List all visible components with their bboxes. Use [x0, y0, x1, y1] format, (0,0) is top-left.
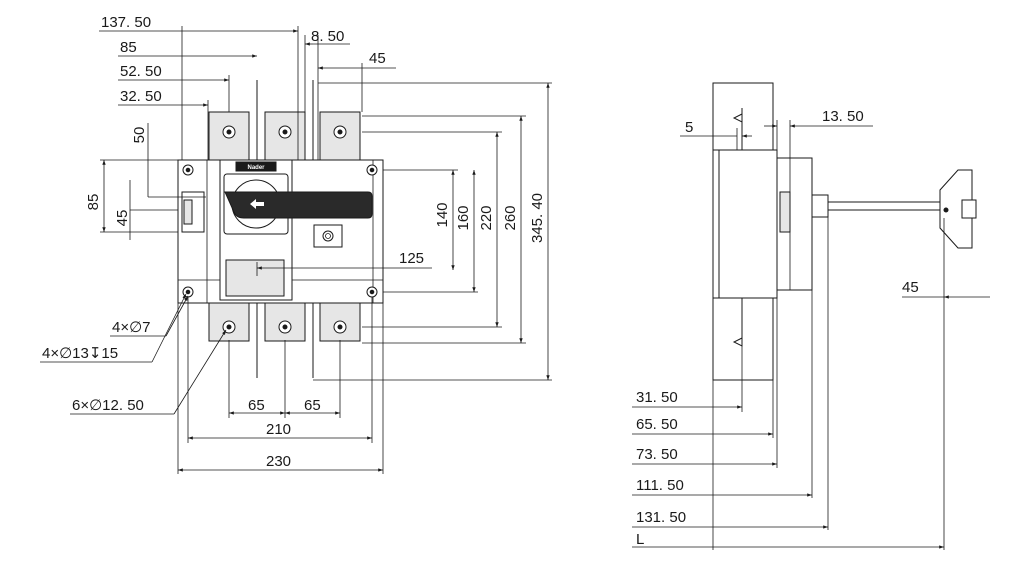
side-arrow-top [732, 113, 743, 123]
handle-arrow-icon [250, 199, 264, 209]
side-view: 5 13. 50 45 31. 50 65. 50 73. 50 111. 50… [632, 82, 990, 550]
brand-plate [235, 161, 277, 172]
mounting-hole-center [369, 167, 375, 173]
terminal-hole-center [282, 129, 288, 135]
dim-160: 160 [455, 205, 472, 230]
side-aux-block [779, 191, 791, 233]
padlock-hole [322, 230, 334, 242]
dim-8-50: 8. 50 [311, 28, 344, 45]
dim-125: 125 [399, 250, 424, 267]
handle-lower-window [225, 259, 285, 297]
side-body-front-plate [712, 149, 720, 299]
dim-52-50: 52. 50 [120, 63, 162, 80]
mounting-hole-center [185, 289, 191, 295]
dim-65-left: 65 [248, 397, 265, 414]
dim-50-vertical: 50 [131, 127, 148, 144]
callout-6x12-50: 6×∅12. 50 [72, 397, 144, 414]
front-view: Nader 137. 50 85 52. 50 32. 50 [40, 14, 552, 474]
rotary-handle[interactable] [224, 191, 373, 219]
dim-45: 45 [369, 50, 386, 67]
dim-65-right: 65 [304, 397, 321, 414]
shaft-coupling [811, 194, 829, 218]
callout-4x13: 4×∅13↧15 [42, 345, 118, 362]
dim-140: 140 [434, 202, 451, 227]
side-arrow-bottom [732, 337, 743, 347]
dim-345-40: 345. 40 [529, 193, 546, 243]
door-handle-knob [961, 199, 977, 219]
side-dim-5: 5 [685, 119, 693, 136]
side-dim-111-50: 111. 50 [636, 477, 684, 494]
side-dim-45: 45 [902, 279, 919, 296]
terminal-hole-center [337, 324, 343, 330]
mounting-hole-center [369, 289, 375, 295]
right-dimensions: 140 160 220 260 345. 40 125 [256, 82, 552, 381]
callout-4x7: 4×∅7 [112, 319, 151, 336]
left-dimensions: 85 50 45 [85, 123, 206, 240]
side-dim-65-50: 65. 50 [636, 416, 678, 433]
bottom-dimensions: 65 65 210 230 [177, 297, 384, 474]
dim-85-vertical: 85 [85, 194, 102, 211]
dim-32-50: 32. 50 [120, 88, 162, 105]
door-handle-pin [943, 207, 949, 213]
side-body [716, 149, 778, 299]
terminal-hole-center [226, 129, 232, 135]
dim-45-vertical: 45 [114, 210, 131, 227]
terminal-hole-center [226, 324, 232, 330]
dim-260: 260 [502, 205, 519, 230]
dim-210: 210 [266, 421, 291, 438]
aux-contact-slot [183, 199, 193, 225]
hole-callouts: 4×∅7 4×∅13↧15 6×∅12. 50 [40, 293, 227, 415]
terminal-hole-center [337, 129, 343, 135]
side-dim-31-50: 31. 50 [636, 389, 678, 406]
dim-137-50: 137. 50 [101, 14, 151, 31]
dim-230: 230 [266, 453, 291, 470]
brand-text: Nader [247, 165, 265, 171]
padlock-hole-inner [325, 233, 331, 239]
mounting-hole-center [185, 167, 191, 173]
side-dim-73-50: 73. 50 [636, 446, 678, 463]
door-handle[interactable] [939, 169, 973, 249]
terminal-hole-center [282, 324, 288, 330]
side-dim-13-50: 13. 50 [822, 108, 864, 125]
side-dim-131-50: 131. 50 [636, 509, 686, 526]
dim-85: 85 [120, 39, 137, 56]
side-dim-L: L [636, 531, 644, 548]
dim-220: 220 [478, 205, 495, 230]
top-dimensions: 137. 50 85 52. 50 32. 50 8. 50 45 [99, 14, 396, 160]
